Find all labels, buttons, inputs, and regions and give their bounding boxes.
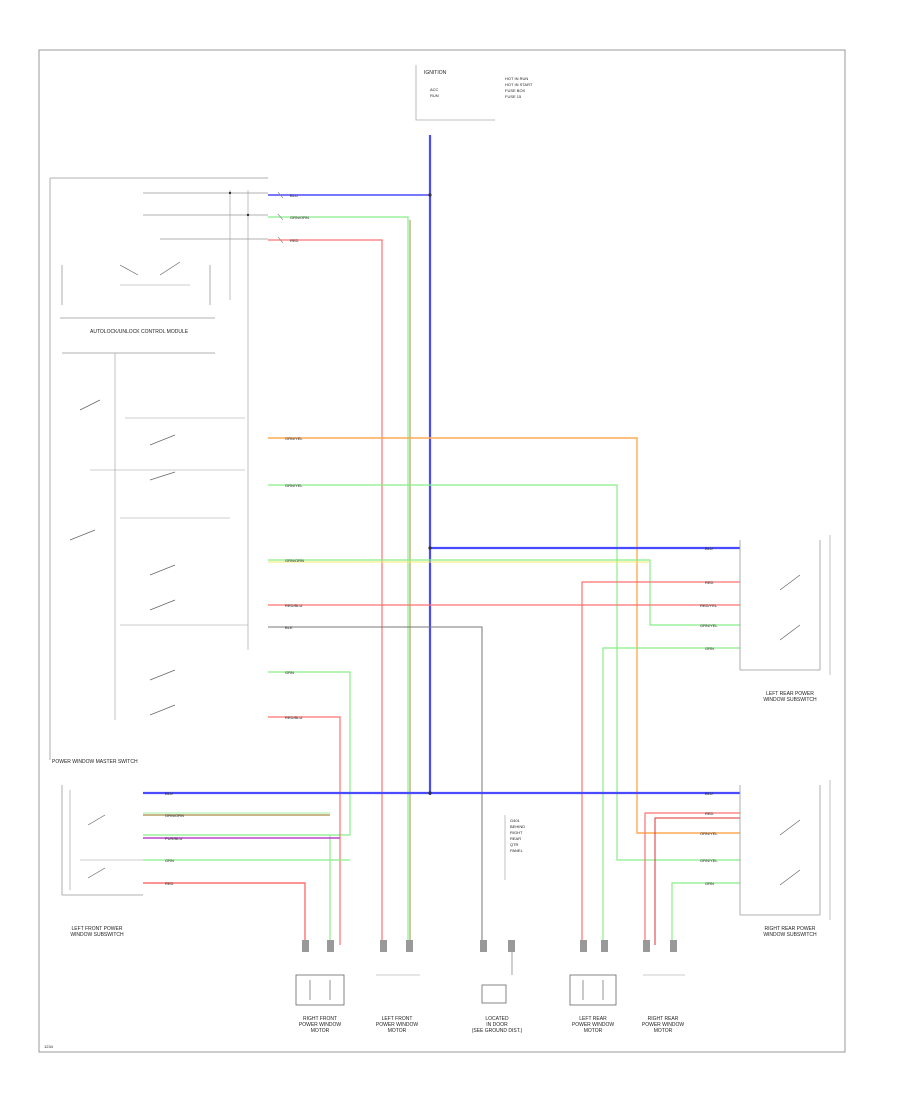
wire-grn-orn-lower	[268, 559, 740, 626]
lr-label-grn: GRN	[705, 646, 714, 651]
ground-note-3: RIGHT	[510, 830, 523, 835]
wire-orn-yel	[268, 437, 740, 834]
motor-right-front: RIGHT FRONT POWER WINDOW MOTOR	[295, 974, 345, 1034]
wire-grn-yel	[268, 484, 740, 861]
wire-label-orn-yel: ORN/YEL	[285, 436, 303, 441]
connector-stubs	[302, 940, 677, 952]
motor-rr-caption-1: RIGHT REAR	[648, 1016, 679, 1022]
wire-label-blk: BLK	[285, 625, 293, 630]
right-rear-switch-line2: WINDOW SUBSWITCH	[763, 932, 817, 938]
diagram-frame	[38, 49, 846, 1053]
wire-label-grn-orn: GRN/ORN	[290, 215, 309, 220]
wire-red-blu-lower	[268, 716, 341, 945]
control-module-label: AUTOLOCK/UNLOCK CONTROL MODULE	[90, 329, 189, 335]
junction-dots	[228, 191, 432, 795]
lr-label-blu: BLU	[705, 546, 713, 551]
motor-rr-caption-2: POWER WINDOW	[642, 1022, 684, 1028]
wire-red-rr	[644, 812, 740, 945]
motor-lf-caption-3: MOTOR	[388, 1028, 407, 1034]
left-front-switch-line2: WINDOW SUBSWITCH	[70, 932, 124, 938]
wire-grn-left-rear	[602, 647, 740, 945]
ignition-pos-acc: ACC	[430, 87, 439, 92]
ignition-switch-label: IGNITION	[424, 70, 447, 76]
ignition-feed-2: HOT IN START	[505, 82, 533, 87]
master-label-blu: BLU	[165, 791, 173, 796]
motor-rf-caption-2: POWER WINDOW	[299, 1022, 341, 1028]
ground-note-4: REAR	[510, 836, 521, 841]
motor-rf-caption-1: RIGHT FRONT	[303, 1016, 337, 1022]
rr-label-grn: GRN	[705, 881, 714, 886]
connector-caption-3: (SEE GROUND DIST.)	[472, 1028, 523, 1034]
rr-label-blu: BLU	[705, 791, 713, 796]
motor-rr-caption-3: MOTOR	[654, 1028, 673, 1034]
ignition-feed-4: FUSE 15	[505, 94, 522, 99]
lr-label-grn-yel: GRN/YEL	[700, 623, 718, 628]
motor-rf-caption-3: MOTOR	[311, 1028, 330, 1034]
wire-label-grn-orn-2: GRN/ORN	[285, 558, 304, 563]
ground-note: G401 BEHIND RIGHT REAR QTR PANEL	[504, 815, 525, 880]
master-switch: POWER WINDOW MASTER SWITCH LEFT FRONT PO…	[52, 759, 143, 938]
wire-label-red-blu-2: RED/BLU	[285, 715, 302, 720]
motor-lr-caption-3: MOTOR	[584, 1028, 603, 1034]
left-rear-subswitch: LEFT REAR POWER WINDOW SUBSWITCH	[739, 535, 831, 703]
master-label-grn-orn: GRN/ORN	[165, 813, 184, 818]
ignition-feed-1: HOT IN RUN	[505, 76, 528, 81]
footer-code: 1234	[44, 1044, 54, 1049]
ground-note-2: BEHIND	[510, 824, 525, 829]
ignition-switch: IGNITION ACC RUN HOT IN RUN HOT IN START…	[415, 65, 533, 121]
rr-label-red: RED	[705, 811, 714, 816]
motor-right-rear: RIGHT REAR POWER WINDOW MOTOR	[642, 974, 685, 1034]
wire-label-blu: BLU	[290, 193, 298, 198]
ignition-pos-run: RUN	[430, 93, 439, 98]
wire-label-ticks	[277, 191, 284, 244]
left-rear-switch-line1: LEFT REAR POWER	[766, 691, 814, 697]
wire-grn-orn-module	[268, 216, 409, 945]
ground-note-5: QTR	[510, 842, 519, 847]
right-rear-switch-line1: RIGHT REAR POWER	[764, 926, 815, 932]
wire-red-master	[143, 882, 306, 945]
ground-connector: LOCATED IN DOOR (SEE GROUND DIST.)	[472, 945, 523, 1034]
right-rear-subswitch: RIGHT REAR POWER WINDOW SUBSWITCH	[739, 780, 831, 938]
wire-label-red-blu: RED/BLU	[285, 603, 302, 608]
motor-lr-caption-2: POWER WINDOW	[572, 1022, 614, 1028]
lr-label-red: RED	[705, 580, 714, 585]
rr-label-grn-yel: GRN/YEL	[700, 858, 718, 863]
ground-note-1: G401	[510, 818, 521, 823]
motor-lf-caption-2: POWER WINDOW	[376, 1022, 418, 1028]
control-module: AUTOLOCK/UNLOCK CONTROL MODULE	[49, 177, 268, 760]
ground-note-6: PANEL	[510, 848, 524, 853]
wire-grn-rf	[143, 671, 351, 836]
wire-label-grn-yel: GRN/YEL	[285, 483, 303, 488]
master-switch-label: POWER WINDOW MASTER SWITCH	[52, 759, 138, 765]
motor-lf-caption-1: LEFT FRONT	[382, 1016, 413, 1022]
wire-black-ground	[268, 626, 483, 945]
wire-label-red: RED	[290, 238, 299, 243]
rr-label-orn-yel: ORN/YEL	[700, 831, 718, 836]
wire-grn-rr	[671, 882, 740, 945]
ignition-feed-3: FUSE BOX	[505, 88, 526, 93]
left-front-switch-line1: LEFT FRONT POWER	[72, 926, 123, 932]
motor-left-rear: LEFT REAR POWER WINDOW MOTOR	[569, 974, 617, 1034]
lr-label-red-yel: RED/YEL	[700, 603, 718, 608]
connector-caption-1: LOCATED	[485, 1016, 509, 1022]
wire-label-grn: GRN	[285, 670, 294, 675]
motor-left-front: LEFT FRONT POWER WINDOW MOTOR	[376, 974, 420, 1034]
wire-red-module	[268, 239, 383, 945]
master-label-red: RED	[165, 881, 174, 886]
left-rear-switch-line2: WINDOW SUBSWITCH	[763, 697, 817, 703]
master-label-pur-blu: PUR/BLU	[165, 836, 182, 841]
master-label-grn: GRN	[165, 858, 174, 863]
wire-red-left-rear	[581, 581, 740, 945]
motor-lr-caption-1: LEFT REAR	[579, 1016, 607, 1022]
connector-caption-2: IN DOOR	[486, 1022, 508, 1028]
